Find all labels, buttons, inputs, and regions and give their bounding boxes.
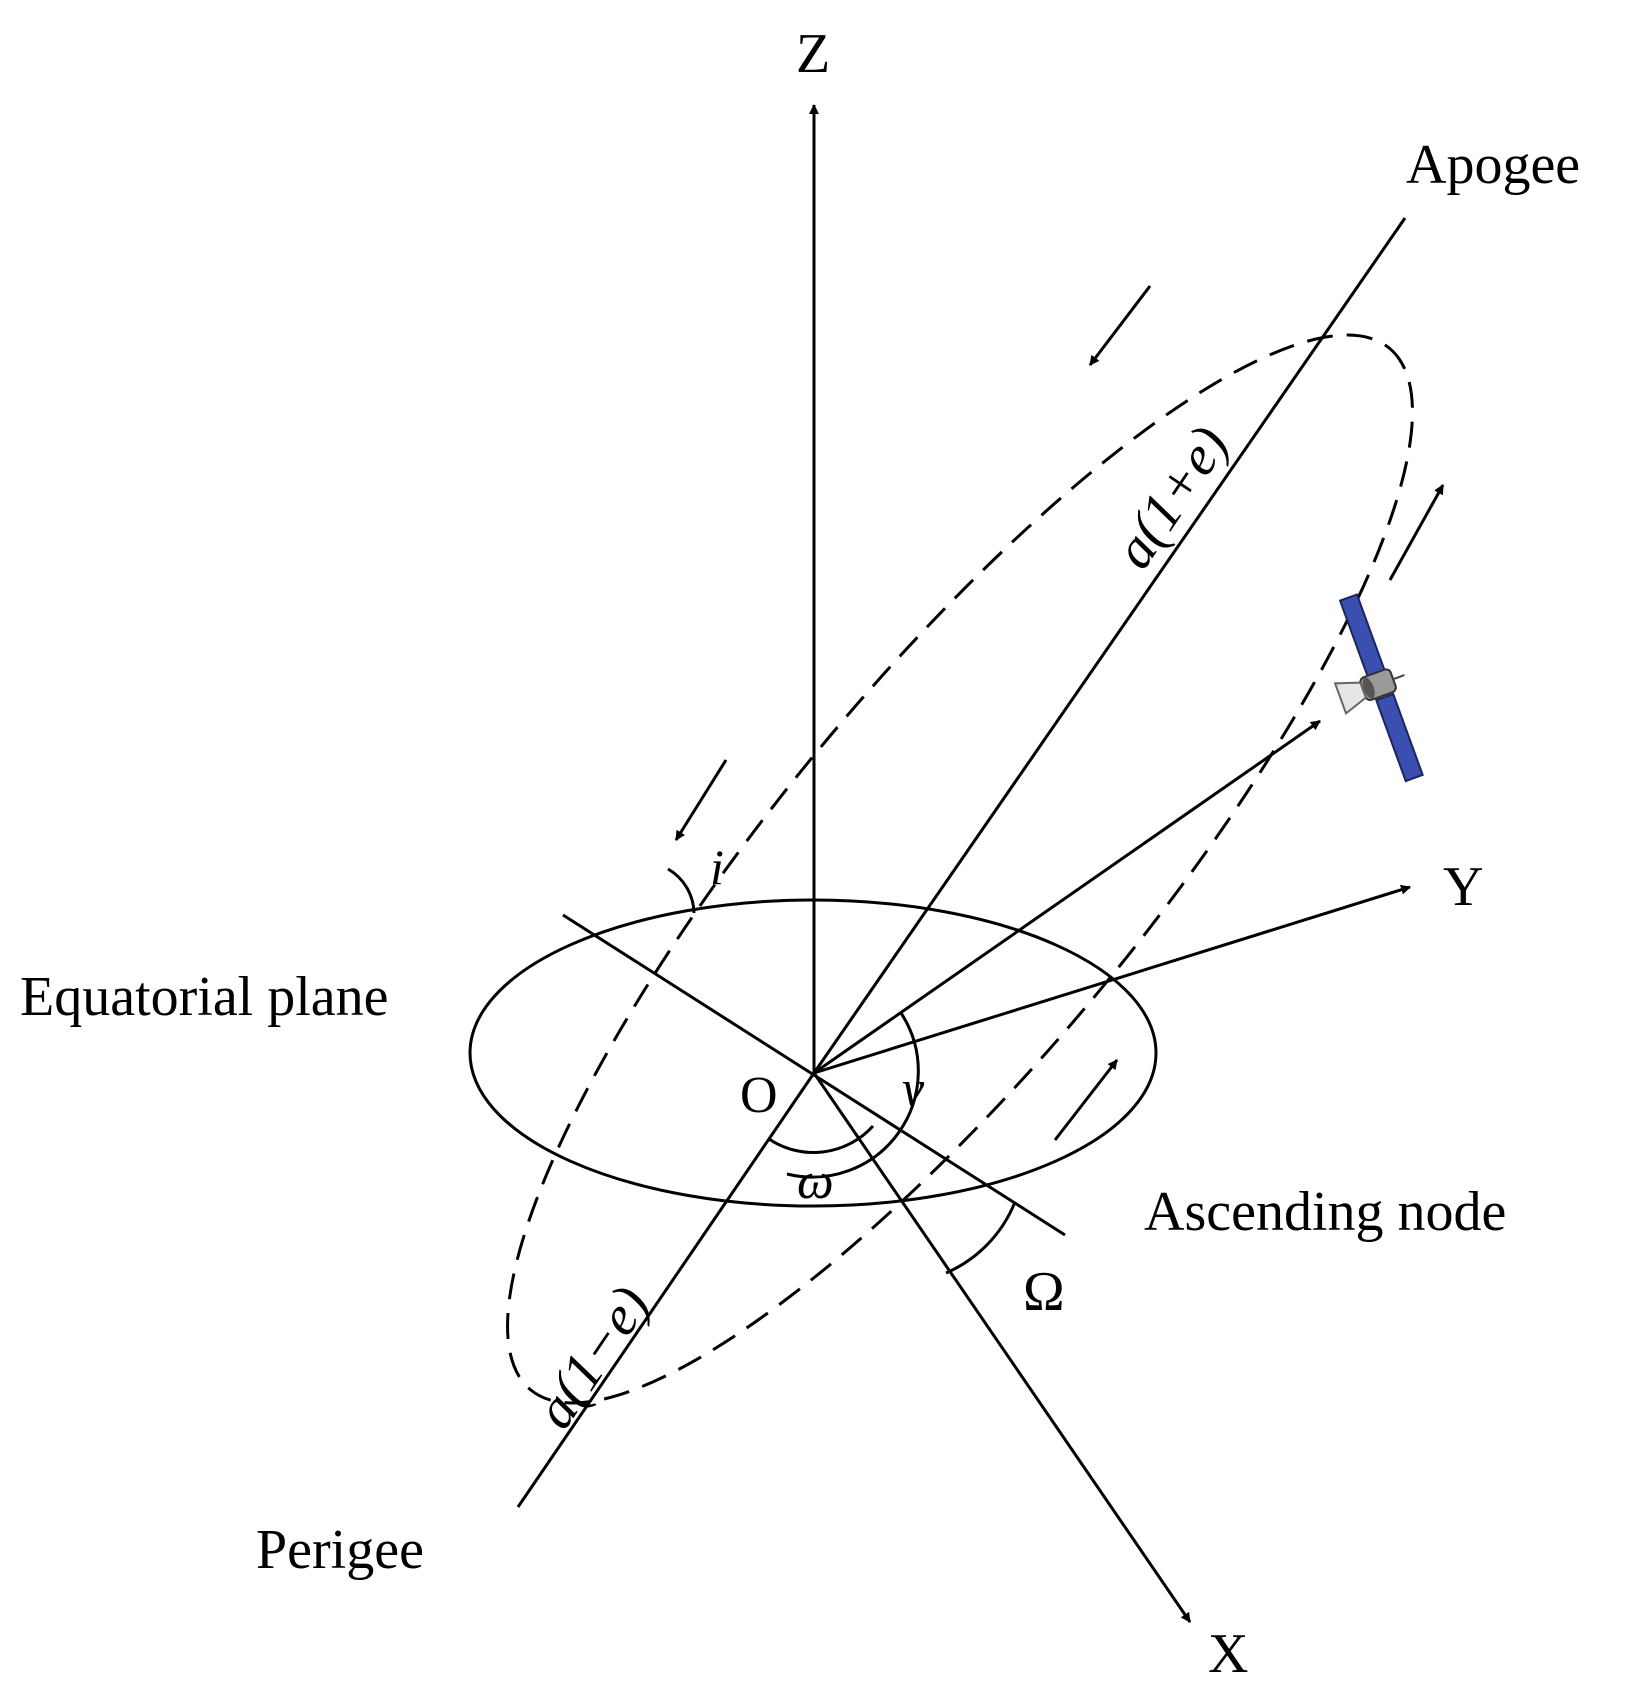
raan-label: Ω <box>1023 1261 1065 1323</box>
apogee-line <box>812 217 1407 1074</box>
inclination-arc <box>667 867 696 914</box>
x-axis-label: X <box>1208 1623 1248 1685</box>
z-axis-label: Z <box>796 23 830 85</box>
position-vector <box>813 719 1321 1075</box>
perigee-label: Perigee <box>256 1519 424 1581</box>
satellite-icon <box>1333 593 1424 783</box>
equatorial-plane-label: Equatorial plane <box>20 966 389 1028</box>
orbit-ellipse <box>506 333 1414 1405</box>
y-axis <box>813 884 1411 1075</box>
x-axis <box>812 1072 1192 1623</box>
raan-arc <box>945 1201 1017 1275</box>
orbit-direction-arrow-right <box>1388 484 1445 581</box>
orbit-direction-arrow-top <box>1088 285 1152 366</box>
apogee-label: Apogee <box>1406 134 1580 196</box>
true-anomaly-arc <box>786 1012 920 1179</box>
inclination-label: i <box>710 839 724 895</box>
perigee-line <box>516 1072 816 1508</box>
ascending-node-label: Ascending node <box>1144 1181 1506 1243</box>
arg-of-perigee-label: ω <box>797 1153 834 1210</box>
orbit-direction-arrow-bottom <box>1053 1059 1119 1141</box>
perigee-distance-label: a(1−e) <box>523 1275 662 1439</box>
arg-of-perigee-arc <box>768 1124 875 1154</box>
y-axis-label: Y <box>1443 856 1483 918</box>
orbit-direction-arrow-left <box>674 759 728 841</box>
origin-label: O <box>740 1067 778 1124</box>
true-anomaly-label: v <box>902 1060 925 1116</box>
